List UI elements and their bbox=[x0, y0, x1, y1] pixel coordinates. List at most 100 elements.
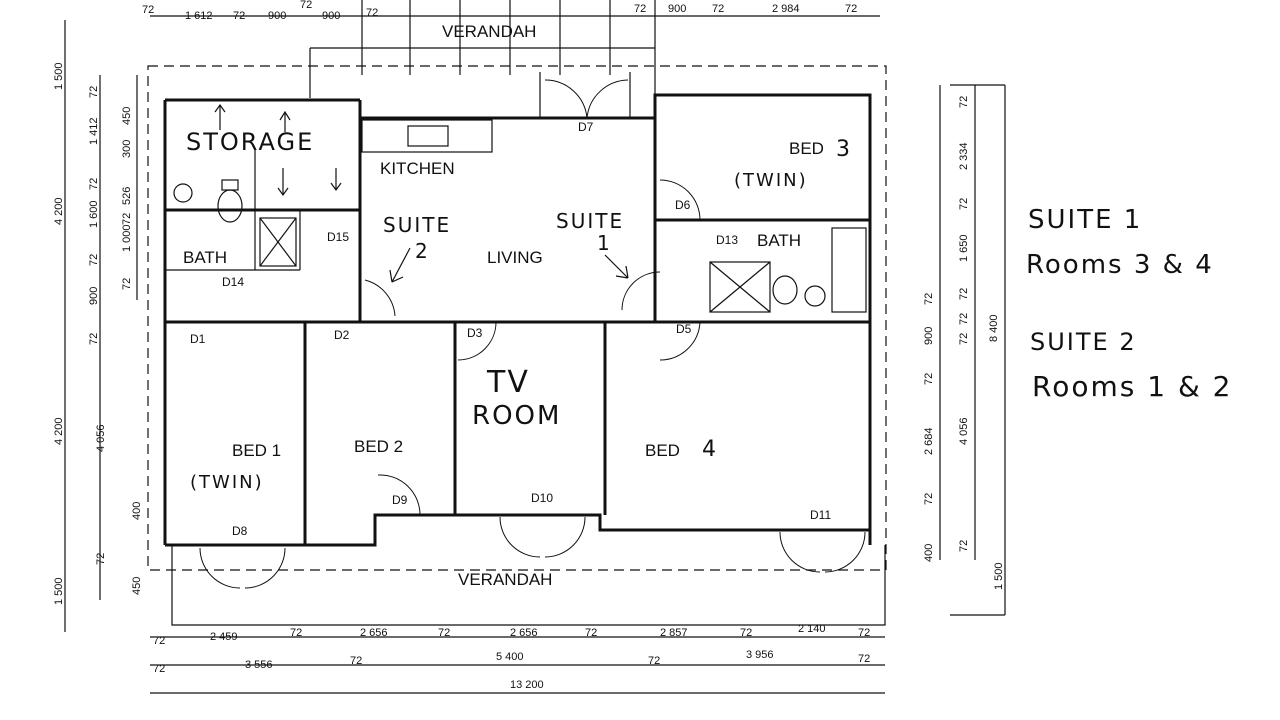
svg-text:1 612: 1 612 bbox=[185, 10, 213, 22]
tv-room-line2: ROOM bbox=[472, 401, 561, 431]
legend-suite2-title: SUITE 2 bbox=[1030, 328, 1137, 356]
svg-text:400: 400 bbox=[923, 544, 935, 562]
svg-text:1 650: 1 650 bbox=[958, 234, 970, 262]
door-d3: D3 bbox=[467, 326, 483, 340]
bath-left-label: BATH bbox=[183, 248, 227, 267]
svg-text:3 956: 3 956 bbox=[746, 649, 774, 661]
door-d13: D13 bbox=[716, 233, 738, 247]
toilet-left bbox=[173, 179, 243, 223]
svg-text:72: 72 bbox=[121, 278, 133, 290]
storage-arrows bbox=[214, 103, 342, 197]
svg-text:1 000: 1 000 bbox=[121, 224, 133, 252]
svg-text:2 334: 2 334 bbox=[958, 142, 970, 170]
svg-text:2 857: 2 857 bbox=[660, 627, 688, 639]
svg-text:72: 72 bbox=[88, 333, 100, 345]
bath-tub bbox=[831, 227, 867, 313]
suite1-tag-line1: SUITE bbox=[556, 209, 624, 233]
bed3-twin-note: (TWIN) bbox=[734, 170, 808, 191]
door-d10: D10 bbox=[531, 491, 553, 505]
svg-text:1 600: 1 600 bbox=[88, 200, 100, 228]
door-swings bbox=[199, 72, 866, 589]
svg-text:72: 72 bbox=[958, 96, 970, 108]
bed1-label: BED 1 bbox=[232, 441, 281, 460]
suite2-arrow bbox=[389, 247, 411, 283]
bed2-label: BED 2 bbox=[354, 437, 403, 456]
svg-text:72: 72 bbox=[300, 0, 312, 11]
suite1-arrow bbox=[604, 254, 629, 279]
bed4-number-note: 4 bbox=[702, 437, 718, 462]
svg-text:900: 900 bbox=[322, 10, 340, 22]
svg-text:72: 72 bbox=[142, 4, 154, 16]
bed4-label: BED bbox=[645, 441, 680, 460]
kitchen-bench bbox=[361, 119, 493, 153]
svg-text:526: 526 bbox=[121, 187, 133, 205]
shower-left bbox=[259, 217, 297, 267]
bed3-label: BED bbox=[789, 139, 824, 158]
svg-text:900: 900 bbox=[923, 327, 935, 345]
svg-text:13 200: 13 200 bbox=[510, 679, 544, 691]
svg-text:72: 72 bbox=[153, 635, 165, 647]
toilet-right bbox=[772, 275, 826, 307]
kitchen-label: KITCHEN bbox=[380, 159, 455, 178]
svg-text:72: 72 bbox=[121, 213, 133, 225]
svg-text:72: 72 bbox=[634, 3, 646, 15]
bed3-number-note: 3 bbox=[836, 137, 852, 162]
svg-text:5 400: 5 400 bbox=[496, 651, 524, 663]
bath-right-label: BATH bbox=[757, 231, 801, 250]
door-d14: D14 bbox=[222, 275, 244, 289]
left-dimensions: 1 500 4 200 4 200 1 500 72 1 412 72 1 60… bbox=[53, 62, 143, 605]
verandah-bottom-label: VERANDAH bbox=[458, 570, 552, 589]
svg-text:72: 72 bbox=[438, 627, 450, 639]
svg-text:4 056: 4 056 bbox=[958, 417, 970, 445]
door-d9: D9 bbox=[392, 493, 408, 507]
svg-text:72: 72 bbox=[740, 627, 752, 639]
svg-text:400: 400 bbox=[131, 502, 143, 520]
svg-text:900: 900 bbox=[88, 287, 100, 305]
svg-text:2 684: 2 684 bbox=[923, 427, 935, 455]
door-d2: D2 bbox=[334, 328, 350, 342]
svg-text:72: 72 bbox=[290, 627, 302, 639]
svg-text:3 556: 3 556 bbox=[245, 659, 273, 671]
svg-text:72: 72 bbox=[88, 86, 100, 98]
svg-text:1 412: 1 412 bbox=[88, 117, 100, 145]
door-d6: D6 bbox=[675, 198, 691, 212]
roof-outline bbox=[147, 65, 887, 571]
tv-room-line1: TV bbox=[486, 365, 530, 400]
bottom-verandah-edge bbox=[171, 545, 886, 626]
interior-walls bbox=[165, 95, 870, 545]
bottom-dimensions: 72 2 459 72 2 656 72 2 656 72 2 857 72 2… bbox=[153, 623, 870, 691]
suite2-tag-line2: 2 bbox=[415, 239, 430, 263]
svg-text:900: 900 bbox=[668, 3, 686, 15]
svg-text:450: 450 bbox=[121, 107, 133, 125]
bed1-twin-note: (TWIN) bbox=[190, 472, 264, 493]
svg-text:72: 72 bbox=[88, 178, 100, 190]
door-d8: D8 bbox=[232, 524, 248, 538]
svg-text:900: 900 bbox=[268, 10, 286, 22]
svg-text:72: 72 bbox=[958, 288, 970, 300]
svg-text:72: 72 bbox=[958, 198, 970, 210]
svg-text:72: 72 bbox=[366, 7, 378, 19]
suite2-tag-line1: SUITE bbox=[383, 213, 451, 237]
top-verandah bbox=[309, 0, 656, 98]
svg-text:2 656: 2 656 bbox=[360, 627, 388, 639]
svg-text:72: 72 bbox=[858, 653, 870, 665]
door-d1: D1 bbox=[190, 332, 206, 346]
svg-text:8 400: 8 400 bbox=[988, 314, 1000, 342]
svg-text:2 656: 2 656 bbox=[510, 627, 538, 639]
svg-text:72: 72 bbox=[88, 254, 100, 266]
svg-text:72: 72 bbox=[153, 663, 165, 675]
svg-text:72: 72 bbox=[958, 333, 970, 345]
svg-text:4 200: 4 200 bbox=[53, 417, 65, 445]
suite1-tag-line2: 1 bbox=[597, 231, 612, 255]
storage-note: STORAGE bbox=[186, 128, 314, 156]
door-d15: D15 bbox=[327, 230, 349, 244]
svg-text:72: 72 bbox=[923, 493, 935, 505]
legend-suite1-rooms: Rooms 3 & 4 bbox=[1026, 250, 1214, 280]
top-dimensions: 72 1 612 72 900 72 900 72 72 900 72 2 98… bbox=[142, 0, 857, 22]
svg-text:2 140: 2 140 bbox=[798, 623, 826, 635]
dimension-lines bbox=[64, 15, 1006, 694]
door-d7: D7 bbox=[578, 120, 594, 134]
svg-text:72: 72 bbox=[712, 3, 724, 15]
svg-text:72: 72 bbox=[958, 540, 970, 552]
